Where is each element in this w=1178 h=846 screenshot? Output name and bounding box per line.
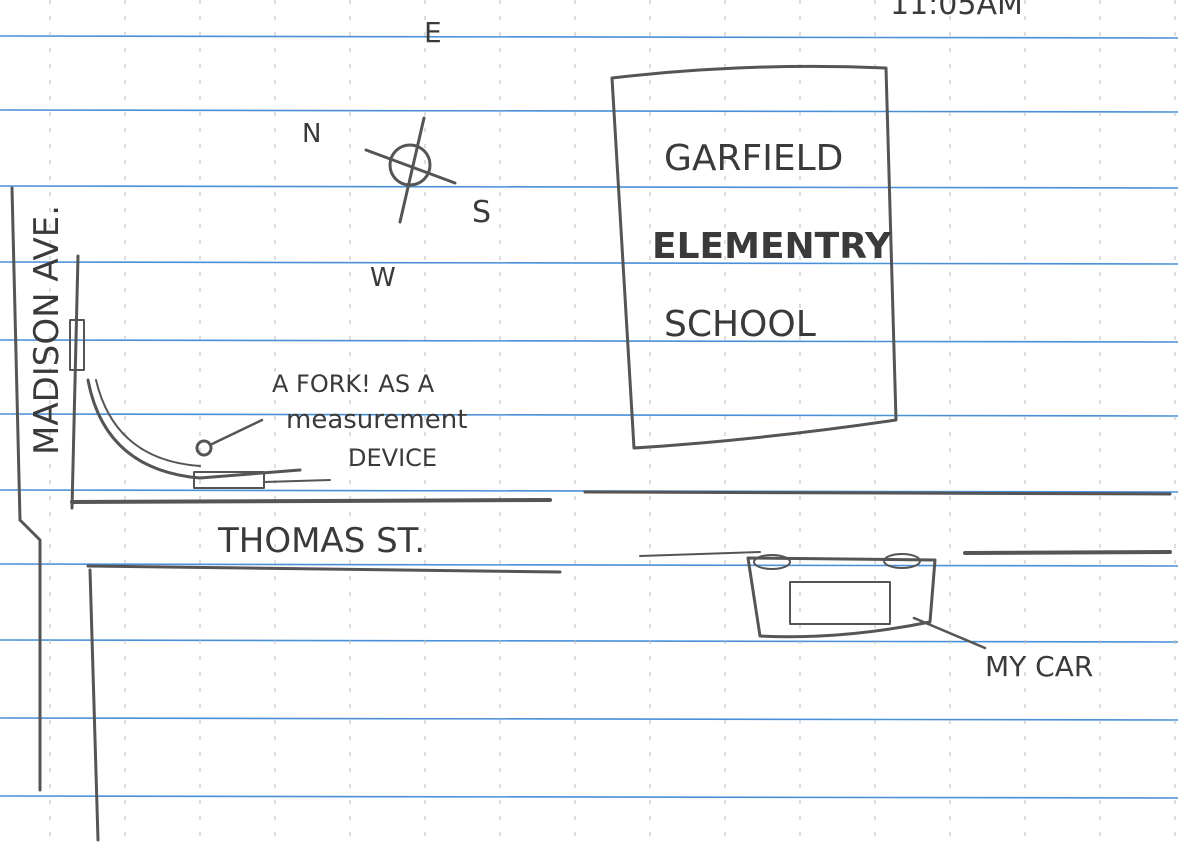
school-outline: [610, 64, 898, 450]
thomas-st-north-edge-left: [70, 498, 552, 504]
compass-west-label: W: [370, 263, 396, 293]
compass-north-label: N: [302, 119, 321, 149]
time-text: 11:05AM: [890, 0, 1023, 22]
compass-axis-ew: [398, 116, 426, 224]
notebook-rule-lines: [0, 35, 1178, 799]
fork-handle: [263, 479, 331, 483]
rule-line: [0, 717, 1178, 721]
notebook-dot-grid: [49, 0, 1176, 846]
cross-street-edge: [88, 568, 100, 842]
thomas-st-south-edge-right: [963, 550, 1172, 555]
thomas-st-label: THOMAS ST.: [217, 521, 425, 561]
rule-line: [0, 563, 1178, 567]
fork-arc-inner: [95, 379, 201, 467]
car-leader-line: [912, 616, 987, 650]
fork-measurement: [86, 378, 331, 489]
annotation-line-1: A FORK! AS A: [272, 370, 435, 398]
car-roof: [789, 581, 891, 625]
school-name-line-1: GARFIELD: [664, 138, 843, 179]
rule-line: [0, 339, 1178, 343]
compass-east-label: E: [424, 16, 442, 49]
school-name-line-3: SCHOOL: [664, 304, 816, 345]
school-name-line-2: ELEMENTRY: [652, 226, 892, 267]
car-wheel-right: [883, 553, 921, 569]
car-wheel-left: [753, 554, 791, 570]
rule-line: [0, 413, 1178, 417]
madison-ave-right-edge: [70, 254, 80, 510]
curb-marker: [69, 319, 85, 371]
thomas-st-south-edge-left: [86, 564, 562, 574]
fork-arc: [86, 378, 302, 480]
thomas-st-street: THOMAS ST.: [70, 490, 1172, 842]
madison-ave-left-edge: [10, 186, 22, 522]
rule-line: [0, 185, 1178, 189]
madison-ave-label: MADISON AVE.: [27, 205, 67, 455]
fork-icon: [193, 471, 265, 489]
compass: E N S W: [302, 16, 491, 293]
annotation-line-3: DEVICE: [348, 444, 437, 472]
rule-line: [0, 261, 1178, 265]
madison-ave-left-edge-lower: [18, 518, 42, 792]
madison-ave-street: MADISON AVE.: [10, 186, 85, 792]
rule-line: [0, 639, 1178, 643]
thomas-st-north-edge-right: [583, 490, 1172, 496]
my-car: MY CAR: [746, 553, 1093, 683]
rule-line: [0, 795, 1178, 799]
rule-line: [0, 109, 1178, 113]
annotation-line-2: measurement: [286, 405, 467, 435]
rule-line: [0, 35, 1178, 39]
compass-axis-ns: [364, 148, 457, 185]
compass-south-label: S: [472, 195, 491, 230]
fork-leader-line: [210, 418, 264, 446]
thomas-st-south-edge-mid: [639, 551, 761, 557]
garfield-school-building: GARFIELD ELEMENTRY SCHOOL: [610, 64, 898, 450]
car-label: MY CAR: [985, 650, 1093, 683]
fork-pointer-dot-icon: [195, 439, 213, 457]
